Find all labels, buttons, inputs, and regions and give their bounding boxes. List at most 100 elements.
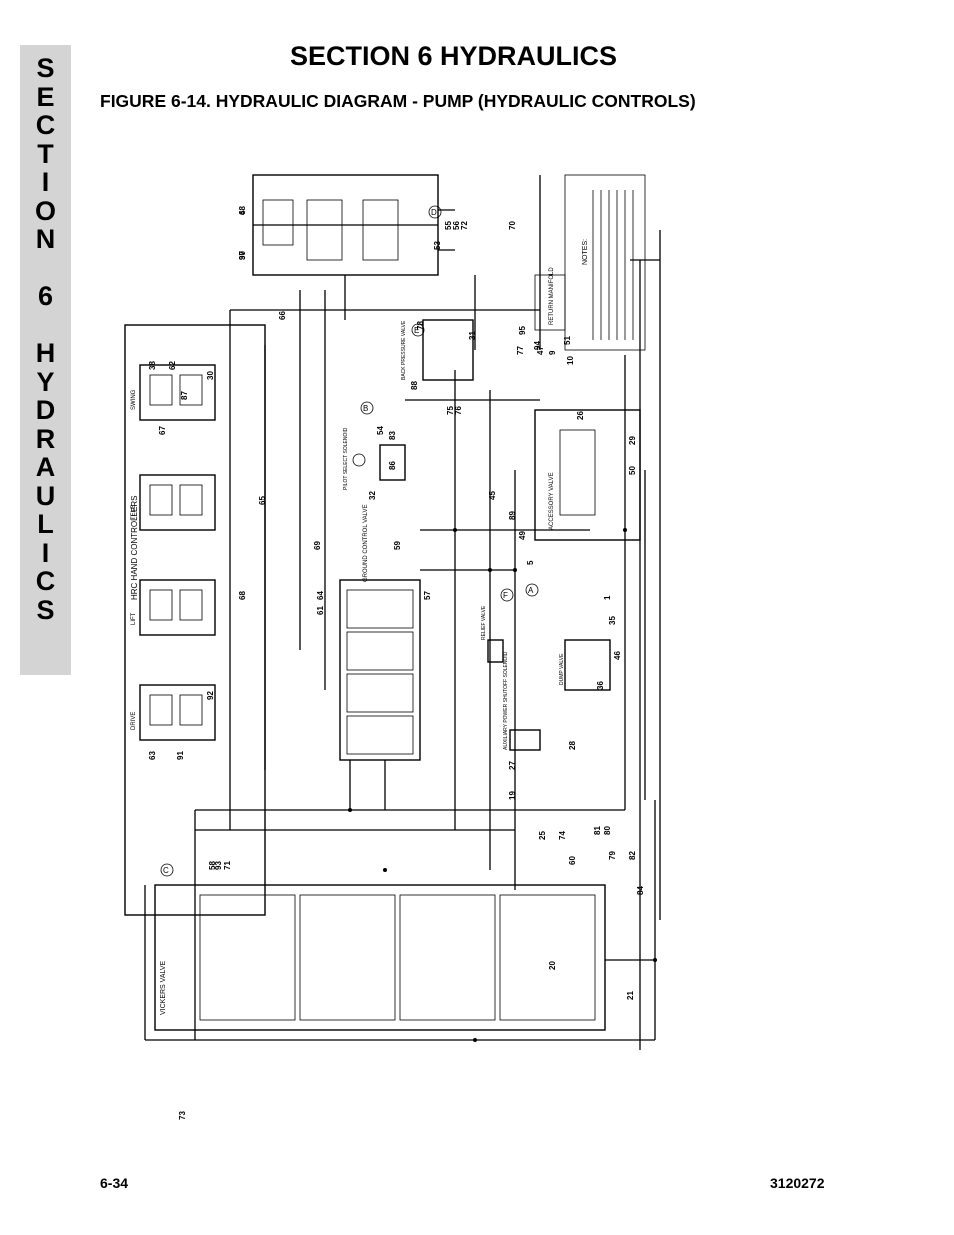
vickers-section-swing (199, 894, 296, 1021)
port-number-label: 83 (388, 431, 397, 440)
port-number-label: 51 (563, 336, 572, 345)
port-number-label: 79 (608, 851, 617, 860)
side-tab-letter: I (41, 537, 50, 568)
callout-f (500, 588, 514, 602)
side-tab-letter: O (34, 195, 56, 226)
side-tab-letter: R (35, 423, 56, 454)
port-number-label: 53 (433, 241, 442, 250)
accessory-valve (534, 409, 641, 541)
svg-text:D: D (431, 208, 437, 217)
port-number-label: 95 (518, 326, 527, 335)
port-number-label: 81 (593, 826, 602, 835)
port-number-label: 5 (526, 560, 535, 565)
port-number-label: 87 (180, 391, 189, 400)
port-number-label: 57 (423, 591, 432, 600)
svg-text:E: E (414, 326, 419, 335)
hydraulic-diagram-svg: NOTES: RETURN MANIFOLD SWING TELE (124, 174, 661, 1120)
port-number-label: 30 (206, 371, 215, 380)
port-number-label: 91 (176, 751, 185, 760)
side-tab-letter: S (36, 594, 55, 625)
port-number-label: 35 (608, 616, 617, 625)
port-number-label: 46 (613, 651, 622, 660)
side-tab-letter: A (35, 452, 56, 482)
port-number-label: 58 (208, 861, 217, 870)
notes-box (564, 174, 646, 351)
svg-text:C: C (163, 866, 169, 875)
port-number-label: 82 (628, 851, 637, 860)
port-number-label: 63 (148, 751, 157, 760)
port-number-label: 80 (603, 826, 612, 835)
port-number-label: 61 (316, 606, 325, 615)
port-number-label: 55 (444, 221, 453, 230)
port-number-label: 20 (548, 961, 557, 970)
dump-valve (564, 639, 611, 691)
port-number-label: 32 (368, 491, 377, 500)
hand-controller-swing: SWING (131, 364, 216, 421)
hand-controllers-label: HRC HAND CONTROLLERS (130, 496, 139, 600)
port-number-label: 72 (460, 221, 469, 230)
port-number-label: 89 (508, 511, 517, 520)
port-number-label: 56 (452, 221, 461, 230)
port-number-label: 62 (168, 361, 177, 370)
port-number-label: 38 (148, 361, 157, 370)
port-number-label: 48 (238, 206, 247, 215)
side-tab-letter: N (35, 224, 56, 254)
port-number-label: 76 (454, 406, 463, 415)
side-tab-letter: Y (36, 366, 55, 397)
callout-b (360, 401, 374, 415)
svg-text:B: B (363, 404, 368, 413)
port-number-label: 67 (158, 426, 167, 435)
side-tab-letter: C (35, 110, 56, 140)
top-valve-section-1 (262, 199, 294, 246)
port-number-label: 1 (603, 595, 612, 600)
port-number-label: 90 (238, 251, 247, 260)
port-number-label: 9 (548, 350, 557, 355)
vickers-valve-label: VICKERS VALVE (160, 960, 167, 1015)
figure-title: FIGURE 6-14. HYDRAULIC DIAGRAM - PUMP (H… (100, 91, 696, 111)
pilot-select-solenoid-label: PILOT SELECT SOLENOID (343, 427, 349, 490)
svg-text:A: A (528, 586, 534, 595)
side-tab-letter: S (36, 53, 55, 83)
callout-a (525, 583, 539, 597)
port-number-label: 94 (533, 341, 542, 350)
port-number-label: 25 (538, 831, 547, 840)
ground-control-valve (339, 579, 421, 761)
callout-d (428, 205, 442, 219)
port-number-label: 84 (636, 886, 645, 895)
side-tab-letter: H (35, 338, 56, 368)
notes-title: NOTES: (582, 239, 589, 265)
svg-text:LIFT: LIFT (131, 612, 137, 625)
callout-c (160, 863, 174, 877)
side-tab-letter: U (35, 480, 56, 511)
relief-valve (487, 639, 504, 663)
port-number-label: 71 (223, 861, 232, 870)
port-number-label: 54 (376, 426, 385, 435)
port-number-label: 27 (508, 761, 517, 770)
aux-power-shutoff-solenoid (509, 729, 541, 751)
port-number-label: 28 (568, 741, 577, 750)
pilot-select-solenoid (379, 444, 406, 481)
svg-text:TELE: TELE (131, 505, 137, 520)
port-number-label: 21 (626, 991, 635, 1000)
relief-valve-label: RELIEF VALVE (481, 605, 487, 640)
port-number-label: 50 (628, 466, 637, 475)
port-number-label: 31 (468, 331, 477, 340)
port-number-label: 59 (393, 541, 402, 550)
port-number-label: 75 (446, 406, 455, 415)
side-tab-letter: T (37, 138, 54, 169)
side-tab-letter: D (35, 395, 56, 425)
port-number-label: 93 (214, 861, 223, 870)
port-number-label: 77 (516, 346, 525, 355)
accessory-valve-label: ACCESSORY VALVE (549, 472, 555, 530)
side-tab-letter: E (36, 81, 55, 112)
port-number-label: 88 (410, 381, 419, 390)
vickers-valve (154, 884, 606, 1031)
aux-power-shutoff-label: AUXILIARY POWER SHUTOFF SOLENOID (503, 651, 509, 750)
hand-controller-tele: TELE (131, 474, 216, 531)
svg-text:SWING: SWING (131, 389, 137, 410)
port-number-label: 74 (558, 831, 567, 840)
port-number-label: 10 (566, 356, 575, 365)
side-tab-letter: 6 (37, 281, 54, 311)
port-number-label: 78 (416, 321, 425, 330)
